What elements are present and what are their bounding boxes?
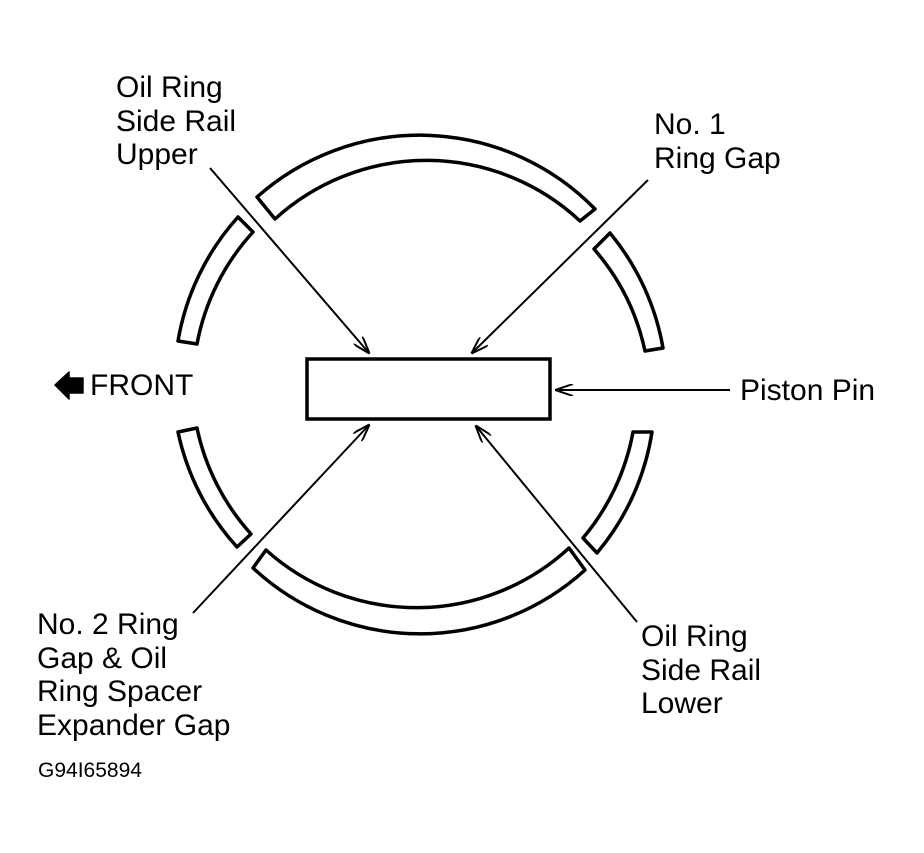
ring-segment-lower-left: [176, 426, 253, 549]
ring-segment-lower-right: [581, 430, 654, 555]
label-line: Side Rail: [116, 104, 237, 138]
leader-no1-ring-gap: [472, 179, 649, 353]
label-line: Ring Spacer: [37, 675, 203, 708]
label-line: Gap & Oil: [37, 641, 168, 675]
label-line: Lower: [641, 687, 723, 720]
left-arrow-icon: [54, 371, 84, 400]
label-front: FRONT: [90, 369, 194, 402]
label-line: Oil Ring: [641, 620, 748, 653]
ring-segment-bottom: [251, 546, 587, 636]
label-piston-pin: Piston Pin: [740, 374, 876, 407]
ring-segment-upper-right: [592, 231, 665, 353]
leader-oil-ring-lower: [476, 426, 638, 623]
piston-pin-rect: [305, 357, 552, 421]
label-no2-ring-gap: No. 2 Ring Gap & Oil Ring Spacer Expande…: [37, 608, 230, 742]
label-oil-ring-lower: Oil Ring Side Rail Lower: [641, 620, 761, 721]
label-oil-ring-upper: Oil Ring Side Rail Upper: [116, 71, 236, 172]
figure-id: G94I65894: [38, 759, 142, 782]
label-line: No. 1: [654, 108, 726, 141]
label-line: Expander Gap: [37, 708, 231, 742]
leader-no2-ring-gap: [192, 425, 369, 614]
label-no1-ring-gap: No. 1 Ring Gap: [654, 108, 781, 175]
label-line: Ring Gap: [654, 141, 781, 175]
ring-segment-upper-left: [176, 215, 255, 346]
ring-segment-top: [255, 133, 597, 223]
label-line: No. 2 Ring: [37, 608, 179, 641]
label-line: Oil Ring: [116, 71, 223, 104]
leader-oil-ring-upper: [209, 167, 369, 353]
label-line: Upper: [116, 138, 198, 171]
label-line: Side Rail: [641, 653, 762, 687]
